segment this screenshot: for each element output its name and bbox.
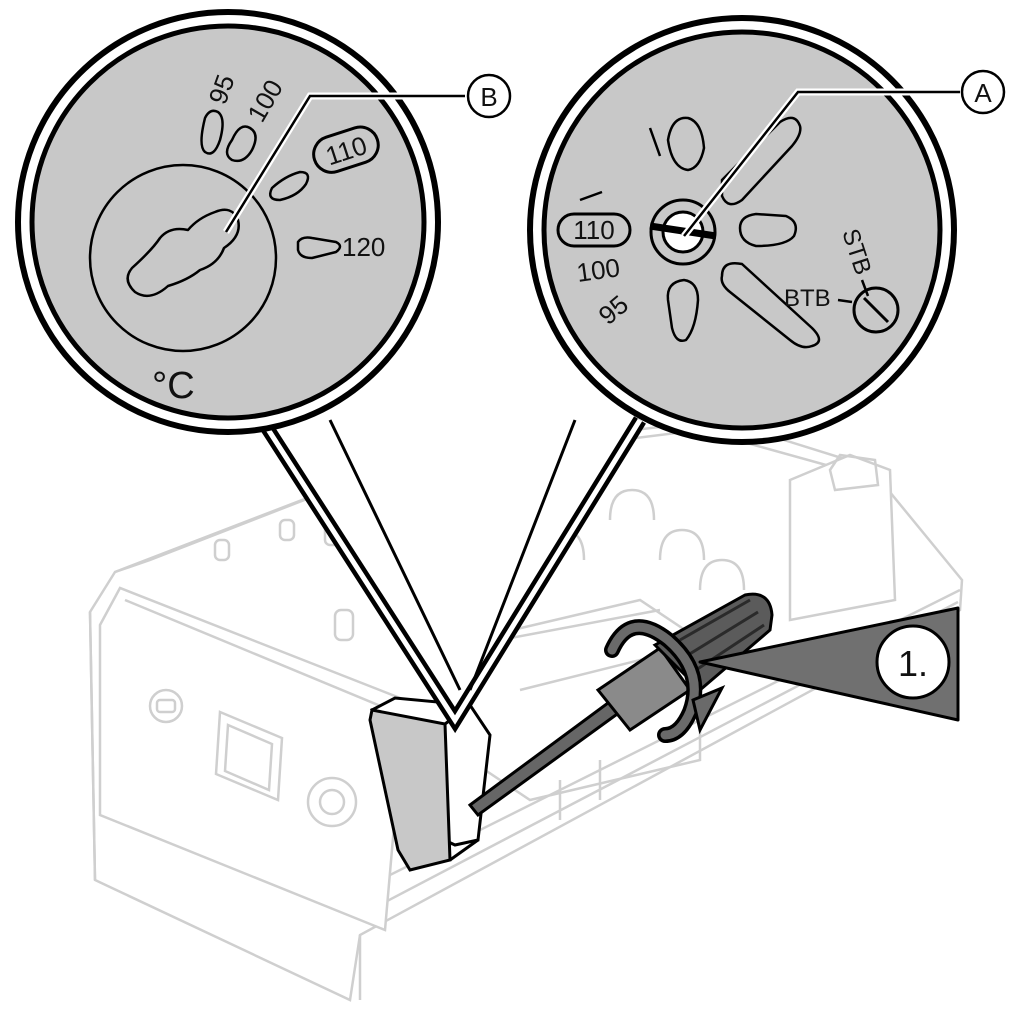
spoke-bottom [666,278,700,342]
spoke-top-right [720,116,802,206]
panel-fuse-holder [148,688,184,724]
callout-right: 110 100 95 STB BTB A [527,15,1006,445]
right-scale-label-110: 110 [573,215,614,245]
marker-120 [296,236,342,260]
marker-110-tick [269,170,310,202]
right-scale-label-100: 100 [575,252,622,288]
unit-label: °C [152,365,195,407]
callout-letter-a: A [974,78,992,108]
callout-letter-b-badge [466,73,512,119]
terminal-block-top [828,453,880,492]
stb-btb-leaders [837,279,870,304]
front-panel-inner [124,598,396,714]
spoke-right [738,212,797,248]
callout-tails [256,416,646,734]
panel-knob-inner [318,788,346,816]
spoke-bottom-right [720,262,821,349]
marker-95 [200,109,224,155]
control-unit [88,418,964,1002]
right-scale-110-box [556,212,632,248]
step-label: 1. [898,643,928,684]
panel-fuse-slot [155,698,177,714]
panel-knob-outer [306,776,358,828]
tick-top [648,127,662,157]
scale-label-120: 120 [342,232,385,262]
terminal-block [788,453,897,622]
reset-button [852,286,900,334]
callout-letter-a-badge [960,69,1006,115]
reset-button-slot [862,296,890,324]
dial-knob [126,208,240,298]
btb-label: BTB [784,285,831,312]
scale-label-110-box: 110 [312,125,380,174]
step-pointer: 1. [698,606,960,722]
callout-left: 95 100 110 120 °C B [15,9,512,435]
front-panel [98,586,407,932]
panel-switch [214,710,284,802]
step-badge [875,624,951,700]
adjust-screw-slot [649,222,717,240]
housing-side [88,611,362,1000]
marker-100 [225,125,257,163]
adjust-screw-outer [649,198,717,266]
callout-letter-b: B [480,82,497,112]
spoke-top [666,116,706,172]
dial-ring [88,163,278,353]
tick-left [579,190,603,202]
rotation-arrow-icon [604,619,726,743]
